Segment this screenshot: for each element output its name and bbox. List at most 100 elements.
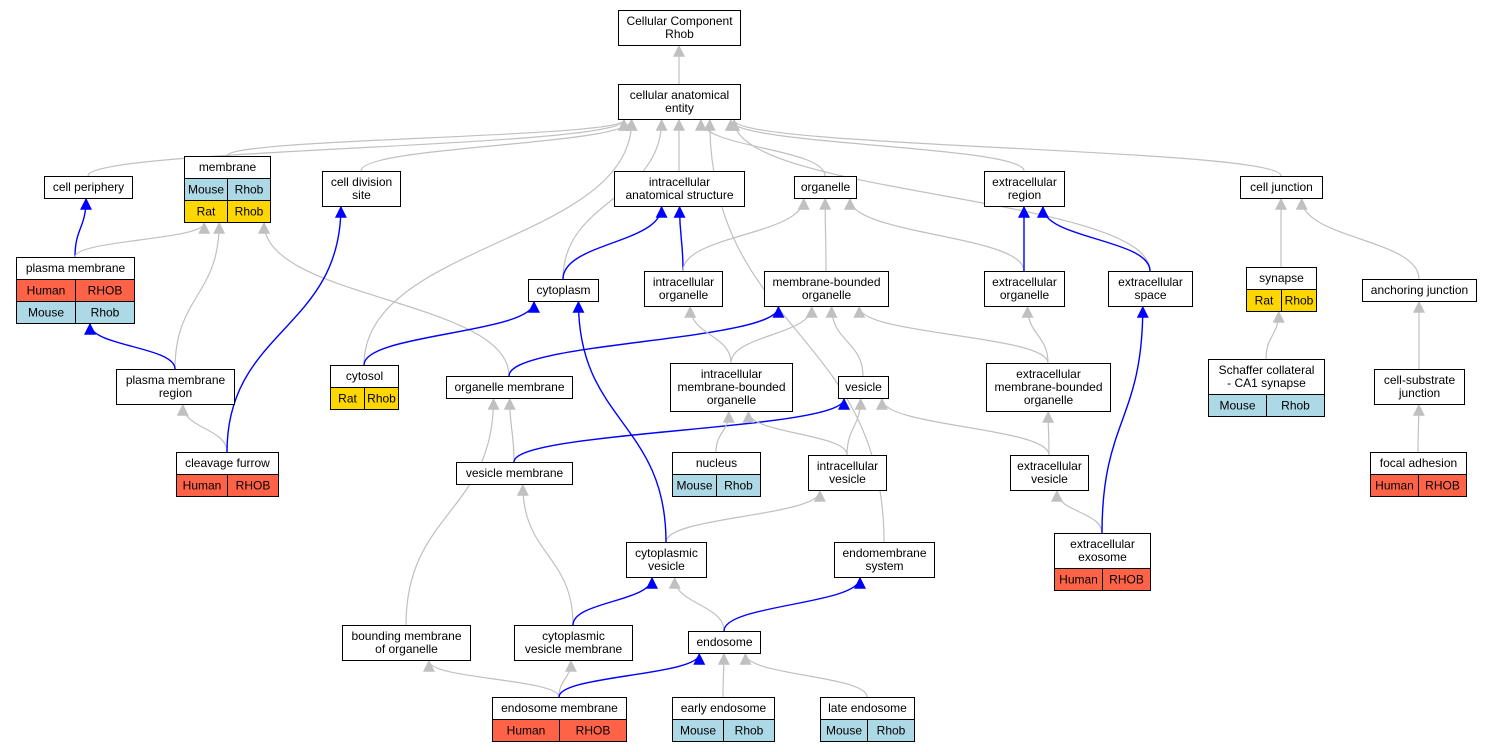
- go-term-node-organelle[interactable]: organelle: [794, 176, 857, 199]
- node-label-line: cleavage furrow: [185, 456, 270, 470]
- node-label-line: system: [865, 559, 903, 573]
- is-a-edge-organelle-membrane-to-membrane: [258, 221, 510, 377]
- node-box: [688, 631, 761, 654]
- is-a-edge-intracellular-organelle-to-organelle: [682, 197, 810, 272]
- species-label: Human: [27, 284, 66, 298]
- gene-symbol-label: Rhob: [724, 479, 753, 493]
- node-label-line: organelle: [802, 288, 852, 302]
- node-label-line: extracellular: [992, 175, 1057, 189]
- node-label-line: nucleus: [696, 456, 737, 470]
- go-term-node-cytoplasm[interactable]: cytoplasm: [528, 279, 599, 302]
- is-a-edge-vesicle-membrane-to-organelle-membrane: [503, 397, 516, 463]
- go-term-node-anchoring-junction[interactable]: anchoring junction: [1362, 279, 1477, 302]
- go-term-node-organelle-membrane[interactable]: organelle membrane: [446, 376, 573, 399]
- node-box: [528, 279, 599, 302]
- is-a-edge-imbo-to-intracellular-organelle: [684, 305, 732, 364]
- node-label-line: bounding membrane: [351, 629, 461, 643]
- node-label-line: space: [1134, 288, 1166, 302]
- node-box: [794, 176, 857, 199]
- gene-symbol-label: Rhob: [1281, 399, 1310, 413]
- species-label: Human: [1059, 573, 1098, 587]
- gene-symbol-label: Rhob: [367, 392, 396, 406]
- part-of-edge-intracellular-organelle-to-ias: [673, 205, 686, 272]
- is-a-edge-pm-region-to-membrane: [174, 221, 226, 370]
- node-label-line: vesicle membrane: [525, 642, 623, 656]
- is-a-edge-cvm-to-vesicle-membrane: [516, 483, 574, 626]
- node-label-line: membrane-bounded: [677, 380, 785, 394]
- is-a-edge-cytoplasmic-vesicle-to-intracellular-vesicle: [665, 489, 826, 543]
- go-term-node-vesicle-membrane[interactable]: vesicle membrane: [456, 462, 573, 485]
- is-a-edge-cell-division-site-to-cae: [360, 118, 638, 172]
- part-of-edge-endosome-to-endomembrane-system: [723, 576, 866, 632]
- node-label-line: cytoplasmic: [635, 546, 698, 560]
- is-a-edge-imbo-to-mbo: [730, 305, 818, 364]
- node-label-line: region: [159, 386, 192, 400]
- is-a-edge-cell-junction-to-cae: [728, 118, 1282, 177]
- part-of-edge-cytosol-to-cytoplasm: [363, 300, 540, 366]
- gene-cell: [716, 474, 761, 497]
- go-term-node-endosome[interactable]: endosome: [688, 631, 761, 654]
- go-term-node-vesicle[interactable]: vesicle: [838, 376, 889, 399]
- part-of-edge-vesicle-membrane-to-vesicle: [513, 397, 850, 463]
- node-box: [644, 271, 723, 307]
- is-a-edge-extracellular-vesicle-to-embo: [1042, 410, 1055, 456]
- part-of-edge-extracellular-exosome-to-extracellular-space: [1101, 305, 1149, 534]
- go-term-node-cell-periphery[interactable]: cell periphery: [44, 176, 133, 199]
- is-a-edge-focal-adhesion-to-cell-substrate: [1412, 403, 1425, 453]
- node-label-line: exosome: [1078, 550, 1127, 564]
- node-label-line: plasma membrane: [26, 261, 126, 275]
- is-a-edge-endosome-to-cytoplasmic-vesicle: [668, 576, 725, 632]
- node-label-line: cell junction: [1250, 180, 1313, 194]
- node-box: [116, 369, 235, 405]
- gene-cell: [867, 719, 915, 742]
- gene-cell: [364, 387, 399, 410]
- species-label: Rat: [338, 392, 357, 406]
- gene-symbol-label: RHOB: [88, 284, 123, 298]
- gene-cell: [227, 474, 279, 497]
- gene-cell: [559, 719, 627, 742]
- node-label-line: junction: [1398, 386, 1440, 400]
- is-a-edge-anchoring-junction-to-cell-junction: [1295, 197, 1420, 280]
- node-box: [834, 542, 935, 578]
- is-a-edge-extracellular-exosome-to-extracellular-vesicle: [1050, 489, 1103, 534]
- go-term-node-cell-junction[interactable]: cell junction: [1240, 176, 1323, 199]
- node-label-line: cell division: [331, 175, 392, 189]
- node-label-line: extracellular: [992, 275, 1057, 289]
- node-label-line: membrane-bounded: [994, 380, 1102, 394]
- part-of-edge-organelle-membrane-to-mbo: [508, 305, 785, 377]
- node-label-line: focal adhesion: [1380, 456, 1457, 470]
- node-label-line: vesicle: [845, 380, 882, 394]
